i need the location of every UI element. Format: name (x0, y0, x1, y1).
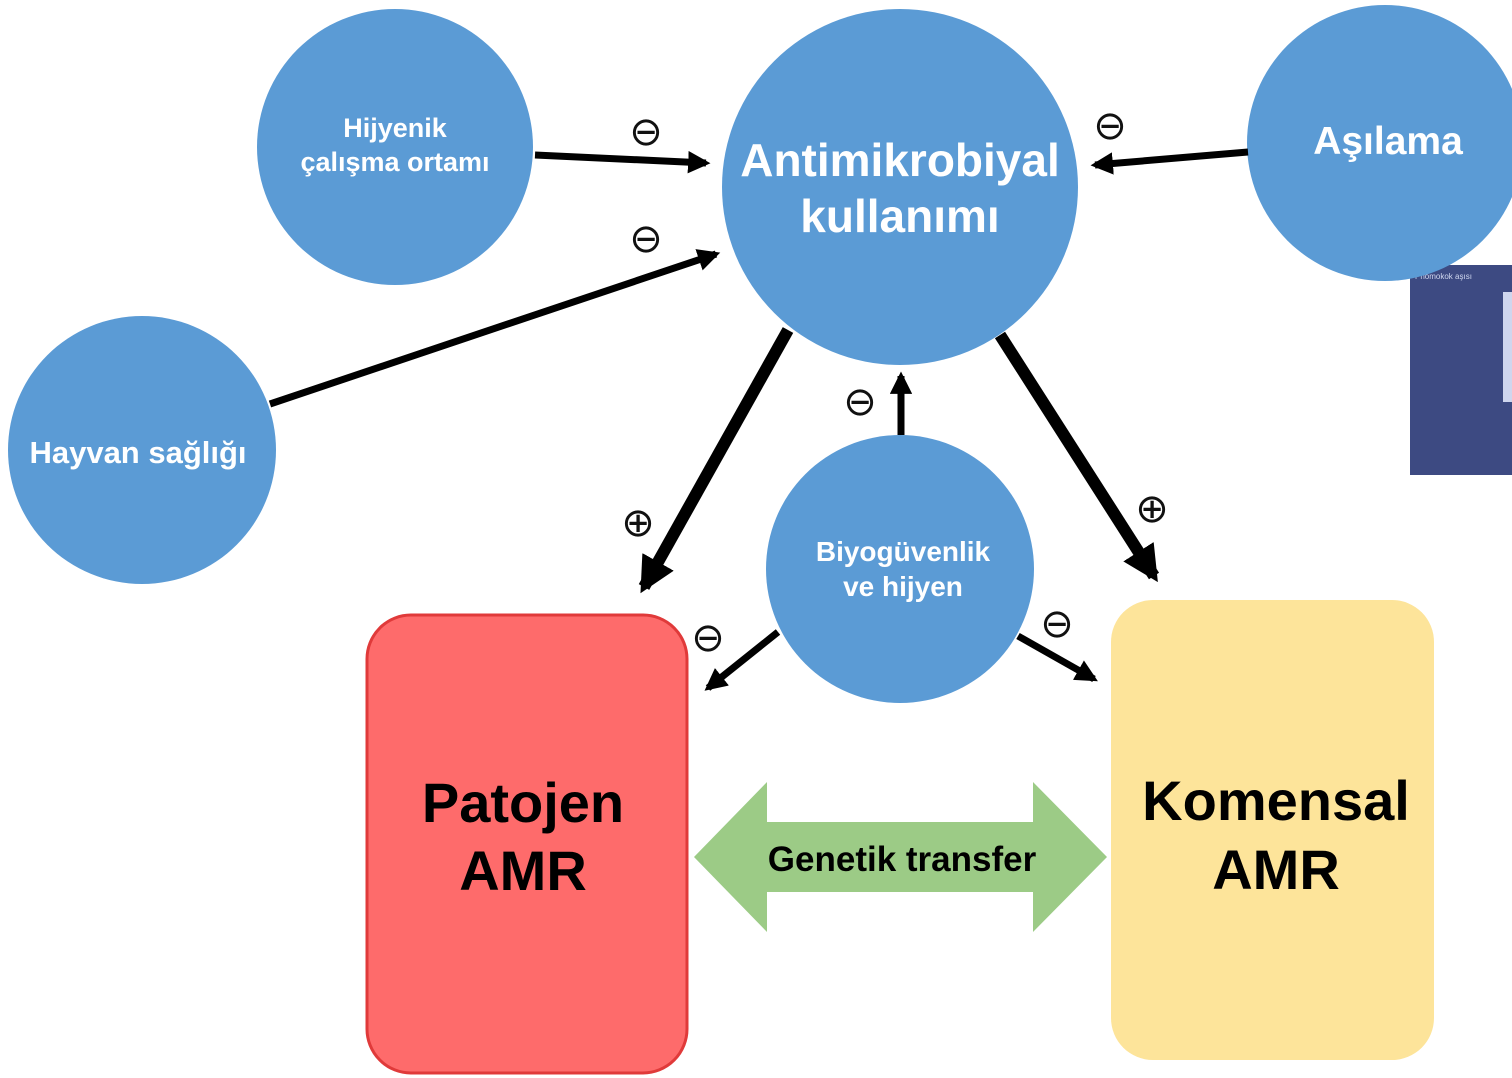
animal-health-label: Hayvan sağlığı (29, 435, 246, 470)
arrow-hygiene-to-use (534, 150, 711, 174)
arrow-animal-to-use (268, 249, 721, 408)
arrow-use-to-commensal (994, 331, 1160, 583)
sign-hygiene-to-use: ⊖ (629, 109, 663, 155)
sign-animal-to-use: ⊖ (629, 216, 663, 262)
commensal-amr-box (1111, 600, 1434, 1060)
sign-biosecurity-to-commensal: ⊖ (1040, 601, 1074, 647)
sign-biosecurity-to-use: ⊖ (843, 379, 877, 425)
arrow-vaccination-to-use (1090, 148, 1249, 175)
biosecurity-label-line2: ve hijyen (843, 571, 963, 602)
pathogen-amr-box (365, 613, 689, 1075)
sign-use-to-pathogen: ⊕ (621, 500, 655, 546)
animal-health-node (8, 316, 276, 584)
pathogen-amr-label-line1: Patojen (422, 771, 624, 834)
sign-biosecurity-to-pathogen: ⊖ (691, 615, 725, 661)
arrow-biosecurity-to-commensal (1016, 632, 1098, 683)
arrow-biosecurity-to-pathogen (704, 629, 781, 691)
vaccination-label: Aşılama (1313, 120, 1463, 163)
hygienic-environment-node (257, 9, 533, 285)
hygienic-environment-label-line1: Hijyenik (343, 113, 448, 143)
hygienic-environment-label-line2: çalışma ortamı (300, 147, 489, 177)
biosecurity-label-line1: Biyogüvenlik (816, 536, 991, 567)
commensal-amr-label-line1: Komensal (1142, 769, 1410, 832)
antimicrobial-use-label-line1: Antimikrobiyal (740, 134, 1060, 186)
vaccination-node (1247, 5, 1512, 281)
genetic-transfer-arrow (694, 782, 1107, 932)
sign-use-to-commensal: ⊕ (1135, 486, 1169, 532)
pathogen-amr-label-line2: AMR (459, 839, 587, 902)
arrow-use-to-pathogen (638, 327, 794, 594)
biosecurity-node (766, 435, 1034, 703)
thumbnail-caption: Pnömokok aşısı (1415, 272, 1472, 281)
vaccine-thumbnail: Pnömokok aşısı (1410, 265, 1512, 475)
genetic-transfer-label: Genetik transfer (768, 840, 1037, 879)
antimicrobial-use-node (722, 9, 1078, 365)
antimicrobial-use-label-line2: kullanımı (800, 190, 999, 242)
commensal-amr-label-line2: AMR (1212, 838, 1340, 901)
sign-vaccination-to-use: ⊖ (1093, 103, 1127, 149)
